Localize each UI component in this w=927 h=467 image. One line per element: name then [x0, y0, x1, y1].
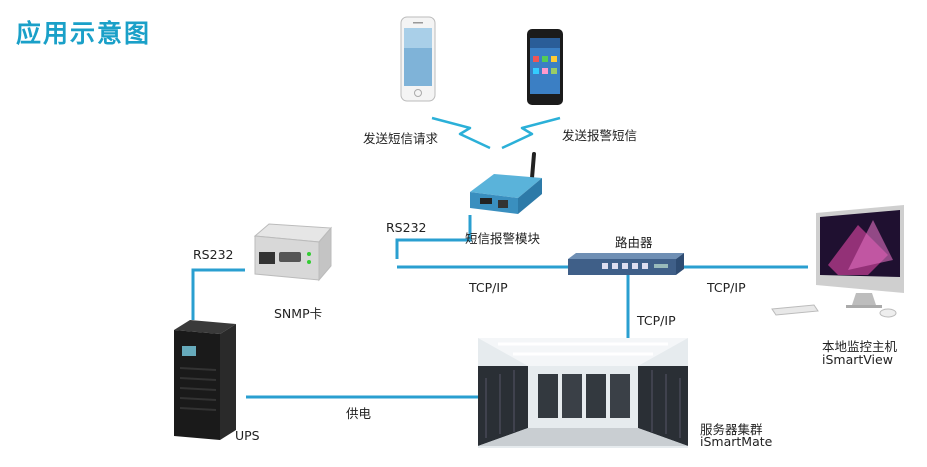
rs232-ups-label: RS232: [193, 247, 234, 262]
sms-module-label: 短信报警模块: [465, 231, 541, 246]
tcpip-snmp-router-label: TCP/IP: [469, 280, 508, 295]
wireless-left-bolt: [431, 116, 491, 150]
ups-cabinet-icon: [170, 318, 238, 442]
monitor-host-label-cn: 本地监控主机: [822, 339, 898, 354]
rs232-sms-line: [395, 215, 472, 259]
desktop-computer-icon: [768, 205, 908, 325]
tcpip-router-host-label: TCP/IP: [707, 280, 746, 295]
tcpip-router-server-label: TCP/IP: [637, 313, 676, 328]
server-room-icon: [478, 338, 688, 448]
power-supply-label: 供电: [346, 406, 372, 421]
wireless-right-bolt: [501, 116, 561, 150]
sms-request-label: 发送短信请求: [363, 131, 439, 146]
server-cluster-label-en: iSmartMate: [700, 434, 773, 449]
page-title: 应用示意图: [16, 19, 152, 48]
router-icon: [566, 251, 686, 277]
monitor-host-label-en: iSmartView: [822, 352, 893, 367]
rs232-ups-line: [191, 268, 245, 320]
ups-label: UPS: [235, 428, 260, 443]
sms-module-icon: [466, 152, 546, 218]
smartphone-black-icon: [526, 28, 564, 106]
sms-alarm-label: 发送报警短信: [562, 128, 638, 143]
router-label: 路由器: [615, 235, 653, 250]
smartphone-white-icon: [400, 16, 436, 102]
snmp-card-icon: [245, 222, 335, 284]
snmp-card-label: SNMP卡: [274, 306, 323, 321]
rs232-sms-label: RS232: [386, 220, 427, 235]
server-cluster-label-cn: 服务器集群: [700, 422, 763, 437]
